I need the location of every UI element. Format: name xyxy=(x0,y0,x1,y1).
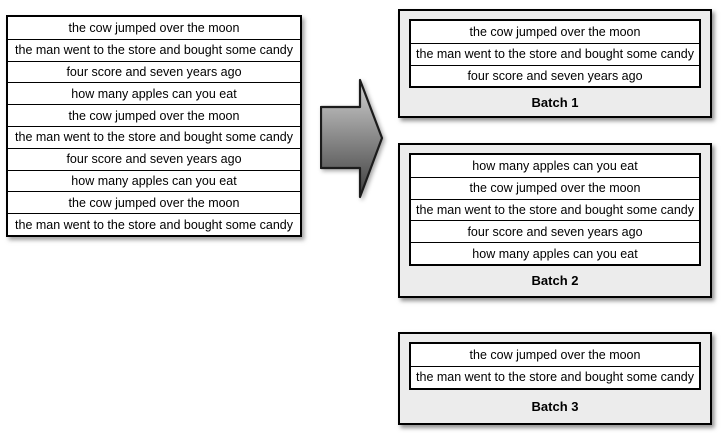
sentence-row: four score and seven years ago xyxy=(411,64,699,87)
sentence-row: how many apples can you eat xyxy=(8,169,300,192)
sentence-row: how many apples can you eat xyxy=(411,155,699,177)
sentence-row: the cow jumped over the moon xyxy=(411,176,699,199)
sentence-row: the man went to the store and bought som… xyxy=(411,42,699,65)
sentence-row: four score and seven years ago xyxy=(411,220,699,243)
right-arrow-icon xyxy=(320,78,384,199)
sentence-row: the cow jumped over the moon xyxy=(8,191,300,214)
batch-1-label: Batch 1 xyxy=(531,94,579,110)
sentence-row: the man went to the store and bought som… xyxy=(8,125,300,148)
sentence-row: the man went to the store and bought som… xyxy=(8,38,300,61)
sentence-row: the cow jumped over the moon xyxy=(8,104,300,126)
sentence-row: four score and seven years ago xyxy=(8,60,300,83)
sentence-row: the cow jumped over the moon xyxy=(8,17,300,39)
batch-3-label: Batch 3 xyxy=(531,398,579,414)
sentence-row: the man went to the store and bought som… xyxy=(411,365,699,388)
sentence-row: how many apples can you eat xyxy=(8,82,300,105)
sentence-row: how many apples can you eat xyxy=(411,242,699,264)
sentence-row: the cow jumped over the moon xyxy=(411,344,699,366)
batch-2-label: Batch 2 xyxy=(531,273,579,289)
sentence-row: the man went to the store and bought som… xyxy=(8,213,300,235)
sentence-row: four score and seven years ago xyxy=(8,147,300,170)
sentence-row: the man went to the store and bought som… xyxy=(411,198,699,221)
sentence-row: the cow jumped over the moon xyxy=(411,21,699,43)
